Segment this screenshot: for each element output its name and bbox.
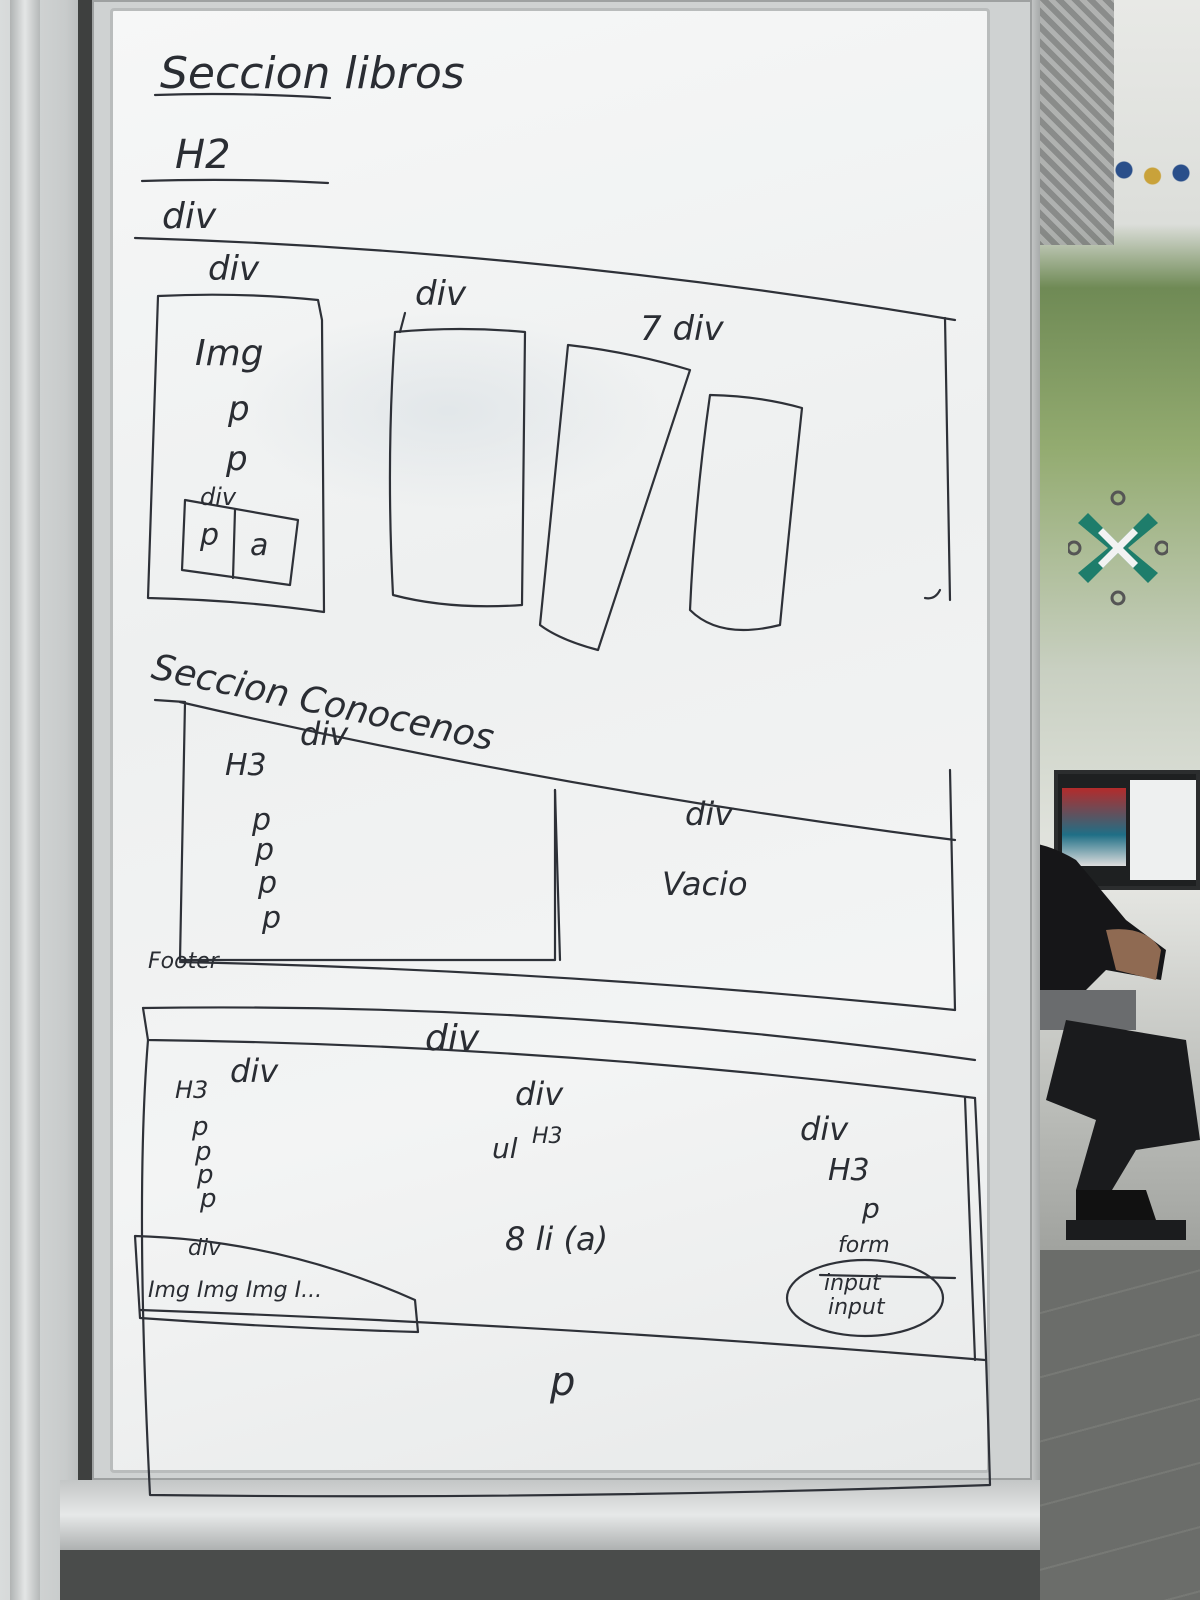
footer-col3-input-2: input	[828, 1295, 886, 1320]
card-1-item-p1: p	[227, 389, 250, 429]
background-floor	[1040, 1250, 1200, 1600]
footer-col3-input-1: input	[824, 1271, 882, 1296]
footer-col1-p3: p	[196, 1160, 214, 1190]
footer-col2-label: div	[515, 1075, 564, 1113]
section-books-title: Seccion libros	[160, 48, 465, 99]
about-right-label: div	[685, 795, 734, 833]
footer-outer-div: div	[425, 1018, 480, 1059]
card-2-label: div	[415, 274, 467, 314]
card-1-item-img: Img	[195, 333, 264, 374]
institution-logo-icon	[1068, 490, 1168, 606]
footer-col2-h3: H3	[532, 1124, 563, 1149]
footer-col1-label: div	[230, 1052, 279, 1090]
about-left-p4: p	[261, 901, 281, 936]
card-3-label: 7 div	[640, 309, 724, 349]
footer-col2-note: 8 li (a)	[505, 1220, 608, 1258]
whiteboard	[110, 8, 990, 1473]
footer-col2-ul: ul	[492, 1132, 518, 1165]
card-1-inner-a: a	[250, 528, 268, 563]
footer-col1-p4: p	[199, 1184, 217, 1214]
card-1-inner-p: p	[199, 518, 219, 553]
footer-col3-label: div	[800, 1110, 849, 1148]
footer-col3-form: form	[838, 1233, 890, 1258]
papel-picado-decoration	[1036, 0, 1114, 245]
about-left-p1: p	[251, 803, 271, 838]
easel-base	[60, 1550, 1040, 1600]
footer-col1-inner-imgs: Img Img Img I...	[148, 1278, 322, 1303]
footer-col1-p2: p	[194, 1137, 212, 1167]
footer-col1-inner-div: div	[188, 1236, 222, 1261]
easel-leg-left	[10, 0, 40, 1600]
section-books-heading: H2	[175, 132, 231, 178]
footer-bottom-p: p	[549, 1359, 575, 1405]
background-monitor	[1054, 770, 1200, 890]
footer-col3-p: p	[861, 1192, 880, 1225]
footer-col3-h3: H3	[828, 1153, 870, 1188]
easel-crossbar	[60, 1480, 1040, 1550]
footer-col1-h3: H3	[175, 1076, 208, 1104]
section-books-outer-div: div	[162, 196, 217, 237]
footer-col1-p1: p	[191, 1112, 209, 1142]
card-1-item-p2: p	[225, 439, 248, 479]
about-left-p3: p	[257, 866, 277, 901]
about-left-h3: H3	[225, 748, 267, 783]
about-left-label: div	[300, 715, 349, 753]
card-1-label: div	[208, 249, 260, 289]
garland-decoration	[1105, 140, 1200, 200]
about-right-note: Vacio	[662, 865, 748, 903]
card-1-inner-div: div	[200, 483, 237, 511]
about-left-p2: p	[254, 833, 274, 868]
footer-title: Footer	[148, 949, 221, 974]
